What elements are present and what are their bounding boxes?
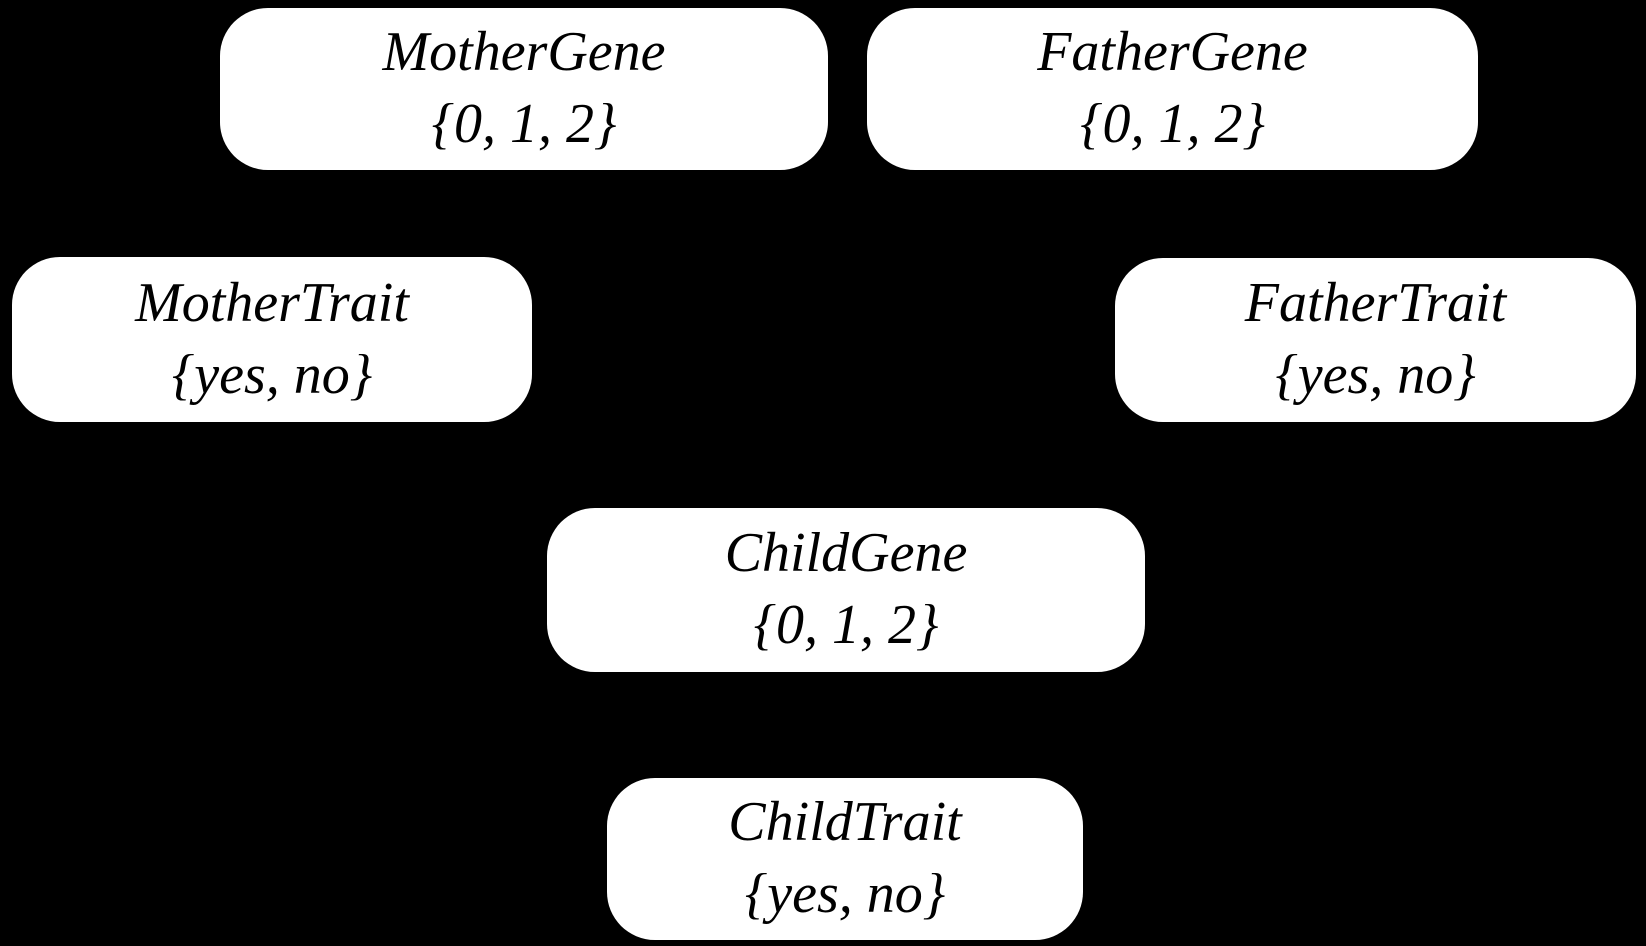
node-domain: {yes, no} [171, 343, 373, 406]
node-domain: {0, 1, 2} [753, 594, 939, 656]
node-child-gene[interactable]: ChildGene {0, 1, 2} [547, 508, 1145, 672]
node-mother-gene[interactable]: MotherGene {0, 1, 2} [220, 8, 828, 170]
node-domain: {0, 1, 2} [1080, 93, 1265, 155]
node-label: ChildTrait [728, 791, 962, 854]
node-child-trait[interactable]: ChildTrait {yes, no} [607, 778, 1083, 940]
node-father-gene[interactable]: FatherGene {0, 1, 2} [867, 8, 1478, 170]
node-domain: {yes, no} [744, 863, 946, 925]
node-label: ChildGene [724, 522, 968, 585]
node-mother-trait[interactable]: MotherTrait {yes, no} [12, 257, 532, 422]
node-father-trait[interactable]: FatherTrait {yes, no} [1115, 258, 1636, 422]
node-label: FatherGene [1037, 21, 1308, 84]
node-domain: {yes, no} [1275, 344, 1476, 406]
node-label: MotherGene [382, 21, 666, 84]
node-label: MotherTrait [135, 271, 409, 334]
node-label: FatherTrait [1244, 272, 1507, 335]
node-domain: {0, 1, 2} [431, 93, 617, 155]
